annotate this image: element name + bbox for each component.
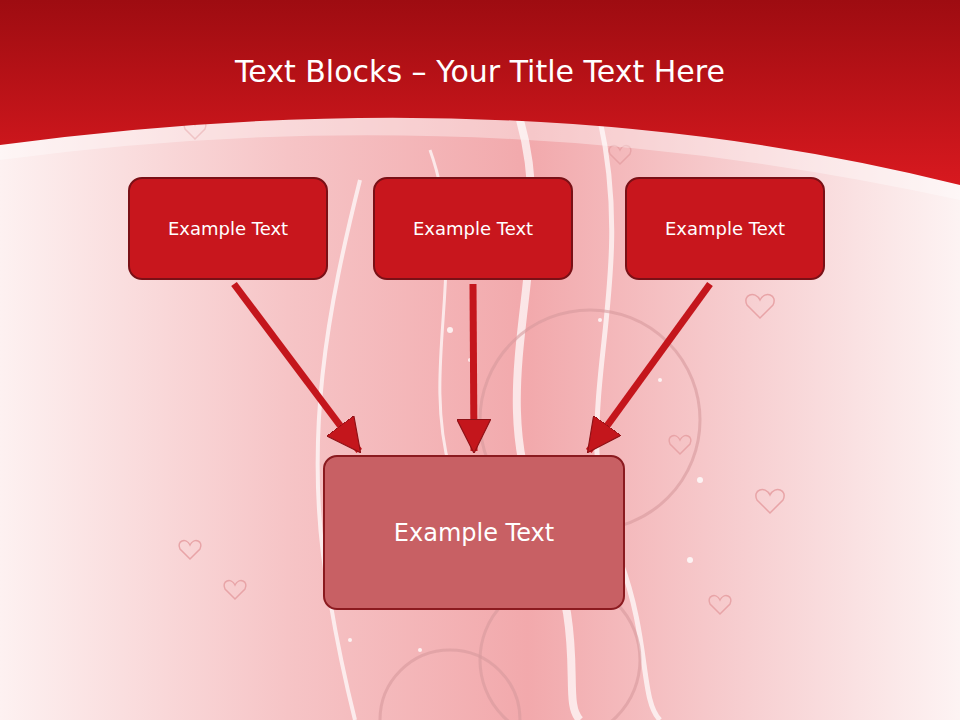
slide-title: Text Blocks – Your Title Text Here [0,54,960,89]
header-band [0,0,960,185]
box-label: Example Text [665,218,785,239]
arrow-connector [473,284,474,451]
text-box: Example Text [128,177,328,280]
text-box: Example Text [323,455,625,610]
box-label: Example Text [394,519,554,547]
text-box: Example Text [625,177,825,280]
arrow-connector [234,284,359,451]
box-label: Example Text [413,218,533,239]
box-label: Example Text [168,218,288,239]
text-box: Example Text [373,177,573,280]
arrow-connector [589,284,710,451]
